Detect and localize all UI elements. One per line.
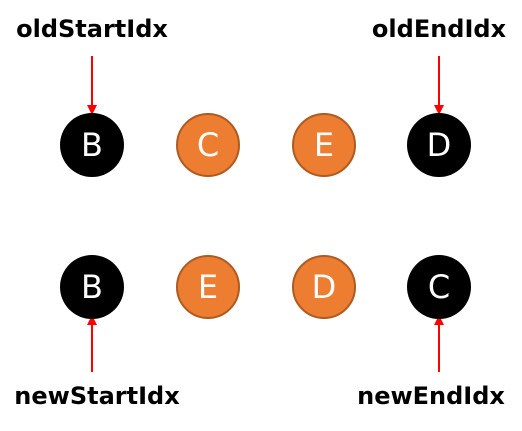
new-end-idx-label: newEndIdx	[357, 382, 505, 410]
new-start-idx-label: newStartIdx	[14, 382, 180, 410]
old-node-e: E	[292, 113, 356, 177]
new-node-b: B	[60, 255, 124, 319]
old-node-b: B	[60, 113, 124, 177]
new-node-c: C	[407, 255, 471, 319]
old-end-idx-label: oldEndIdx	[371, 15, 507, 43]
new-node-d: D	[292, 255, 356, 319]
old-start-idx-label: oldStartIdx	[16, 15, 168, 43]
old-node-c: C	[176, 113, 240, 177]
old-node-d: D	[407, 113, 471, 177]
new-node-e: E	[176, 255, 240, 319]
